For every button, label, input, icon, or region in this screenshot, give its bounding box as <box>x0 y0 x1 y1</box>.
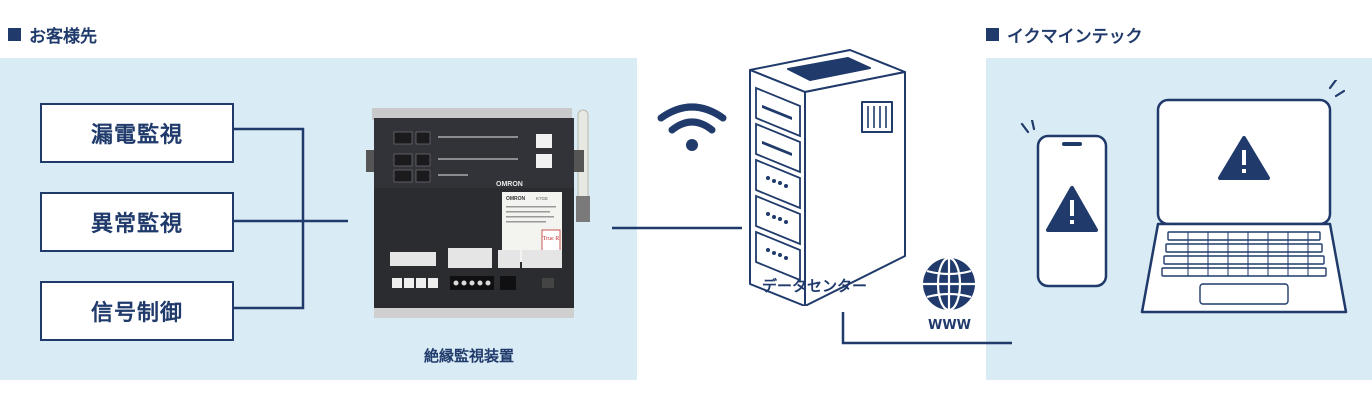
ikuma-section-label: イクマインテック <box>986 22 1143 47</box>
globe-icon <box>923 256 975 312</box>
function-box-leakage: 漏電監視 <box>40 103 234 163</box>
square-marker-icon <box>986 28 999 41</box>
device-caption: 絶縁監視装置 <box>424 347 515 365</box>
function-label: 異常監視 <box>90 212 183 237</box>
device-brand-text: OMRON <box>496 181 523 188</box>
datacenter-caption: データセンター <box>762 277 868 295</box>
customer-section-label: お客様先 <box>8 22 97 47</box>
function-box-anomaly: 異常監視 <box>40 192 234 252</box>
true-r-badge: True R <box>543 236 560 242</box>
ikuma-section-text: イクマインテック <box>1007 27 1143 47</box>
function-bracket-line <box>234 127 305 310</box>
server-rack-icon <box>749 49 906 306</box>
device-sticker-brand: OMRON <box>506 196 526 202</box>
device-sticker-product: K7GE <box>536 196 548 201</box>
smartphone-icon <box>1020 120 1108 288</box>
function-box-signal: 信号制御 <box>40 281 234 341</box>
datacenter-to-ikuma-line <box>841 312 1012 345</box>
wifi-icon <box>657 103 727 151</box>
function-label: 信号制御 <box>90 301 183 326</box>
insulation-monitor-device: OMRON OMRON K7GE True R <box>366 108 590 318</box>
www-caption: WWW <box>928 318 972 333</box>
customer-section-text: お客様先 <box>29 27 97 47</box>
function-label: 漏電監視 <box>90 123 183 148</box>
laptop-icon <box>1140 80 1348 314</box>
square-marker-icon <box>8 28 21 41</box>
